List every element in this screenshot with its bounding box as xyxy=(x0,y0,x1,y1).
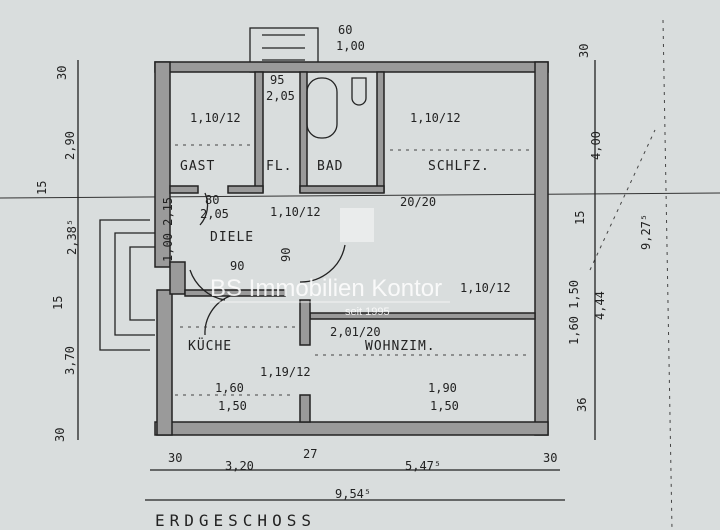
entry-steps xyxy=(99,219,155,351)
dim-label: 1,90 xyxy=(428,381,457,395)
dim-label: 2,05 xyxy=(266,89,295,103)
room-label-bad: BAD xyxy=(317,159,343,174)
dim-label: 3,70 xyxy=(63,346,77,375)
dim-label: 30 xyxy=(168,451,182,465)
dim-label: 1,60 1,50 xyxy=(567,280,581,345)
door-swing xyxy=(189,269,226,301)
dim-label: 1,10/12 xyxy=(270,205,321,219)
dim-label: 2,01/20 xyxy=(330,325,381,339)
dim-label: 20/20 xyxy=(400,195,436,209)
toilet xyxy=(351,77,367,106)
dim-label: 1,50 xyxy=(218,399,247,413)
bathtub xyxy=(306,77,338,139)
dim-label: 1,10/12 xyxy=(410,111,461,125)
dim-label: 9,27⁵ xyxy=(639,214,653,250)
dim-label: 30 xyxy=(577,44,591,58)
dim-label: 2,05 xyxy=(200,207,229,221)
door-swing xyxy=(299,244,346,283)
dim-label: 5,47⁵ xyxy=(405,459,441,473)
dim-label: 1,00 xyxy=(336,39,365,53)
dim-label: 4,44 xyxy=(593,291,607,320)
dim-label: 36 xyxy=(575,398,589,412)
room-label-diele: DIELE xyxy=(210,230,254,245)
dim-label: 60 xyxy=(338,23,352,37)
dim-label: 90 xyxy=(279,248,293,262)
room-label-kueche: KÜCHE xyxy=(188,337,232,354)
exterior-walls xyxy=(154,61,549,436)
interior-walls xyxy=(169,71,536,423)
dim-label: 80 xyxy=(205,193,219,207)
watermark-since: seit 1995 xyxy=(345,306,390,318)
dim-label: 4,00 xyxy=(589,131,603,160)
dim-label: 15 xyxy=(51,296,65,310)
dim-label: 2,38⁵ xyxy=(65,219,79,255)
room-label-gast: GAST xyxy=(180,159,215,174)
dim-label: 1,19/12 xyxy=(260,365,311,379)
dim-label: 1,00 2,15 xyxy=(161,197,175,262)
dim-label: 30 xyxy=(53,428,67,442)
dim-label: 30 xyxy=(55,66,69,80)
dim-label: 27 xyxy=(303,447,317,461)
exterior-dimensions: 30 2,90 15 2,38⁵ 15 3,70 30 30 4,00 15 9… xyxy=(35,44,653,501)
dim-label: 1,10/12 xyxy=(190,111,241,125)
dim-label: 15 xyxy=(573,211,587,225)
dim-label: 90 xyxy=(230,259,244,273)
dim-label: 2,90 xyxy=(63,131,77,160)
dim-label: 1,50 xyxy=(430,399,459,413)
dim-label: 3,20 xyxy=(225,459,254,473)
watermark-logo: BS Immobilien Kontor seit 1995 xyxy=(210,208,450,318)
watermark-brand: BS Immobilien Kontor xyxy=(210,275,442,302)
property-line xyxy=(662,19,673,530)
interior-dimensions: 60 1,00 95 2,05 1,10/12 1,10/12 20/20 80… xyxy=(161,23,511,413)
dim-label: 15 xyxy=(35,181,49,195)
room-label-flur: FL. xyxy=(266,159,292,174)
door-swing xyxy=(204,295,231,336)
dim-label: 30 xyxy=(543,451,557,465)
floor-title: ERDGESCHOSS xyxy=(155,511,316,530)
dim-label: 1,10/12 xyxy=(460,281,511,295)
watermark-house-icon xyxy=(340,208,374,242)
dim-label: 1,60 xyxy=(215,381,244,395)
scan-line xyxy=(0,192,720,199)
room-label-schlafzimmer: SCHLFZ. xyxy=(428,159,490,174)
door-swing xyxy=(199,192,209,226)
room-label-wohnzimmer: WOHNZIM. xyxy=(365,339,436,354)
dim-label: 9,54⁵ xyxy=(335,487,371,501)
dim-label: 95 xyxy=(270,73,284,87)
